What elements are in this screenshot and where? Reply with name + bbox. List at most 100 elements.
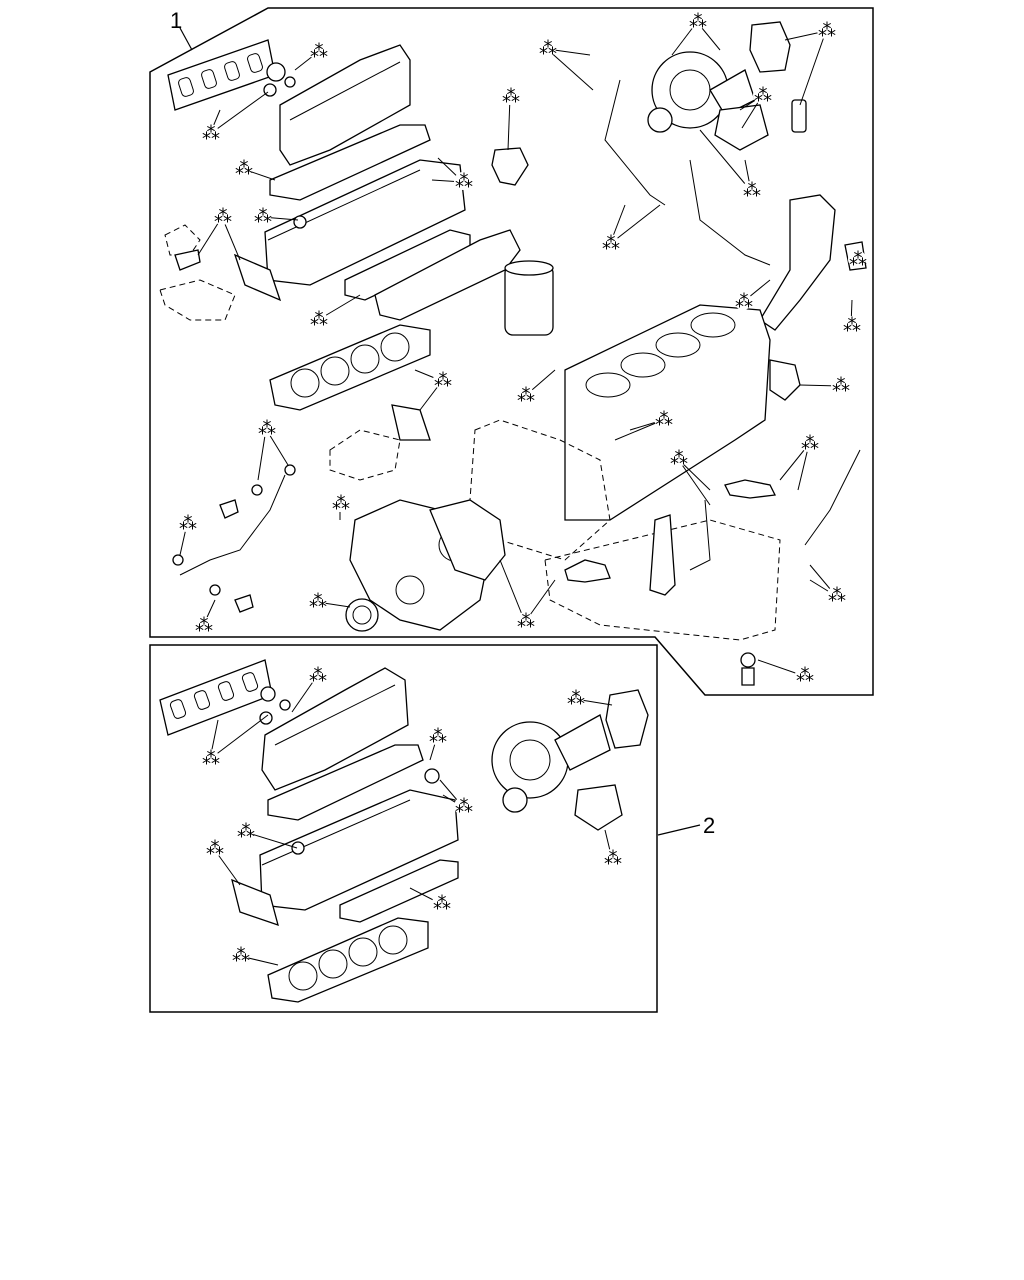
bolt-2 <box>234 594 254 613</box>
kit-part-star-marker: ⁂ <box>429 726 447 747</box>
kit-part-star-marker: ⁂ <box>818 20 836 41</box>
water-pipe <box>759 194 836 331</box>
washer-3 <box>172 554 184 566</box>
star-markers: ⁂⁂⁂⁂⁂⁂⁂⁂⁂⁂⁂⁂⁂⁂⁂⁂⁂⁂⁂⁂⁂⁂⁂⁂⁂⁂⁂⁂⁂⁂⁂⁂⁂⁂⁂⁂⁂⁂⁂⁂… <box>178 11 867 966</box>
star-leader-line <box>699 129 752 192</box>
star-marker-background <box>432 894 450 912</box>
bolt-1 <box>219 499 239 519</box>
star-marker-background <box>848 250 866 268</box>
kit-part-star-marker: ⁂ <box>670 448 688 469</box>
manifold-gasket-1 <box>167 39 276 111</box>
kit-part-star-marker: ⁂ <box>567 688 585 709</box>
star-marker-background <box>795 666 813 684</box>
valve-cover-gasket-2 <box>267 744 424 821</box>
kit-part-star-marker: ⁂ <box>309 591 327 612</box>
kit-part-star-marker: ⁂ <box>843 315 861 336</box>
oil-cooler-pipe <box>649 514 676 596</box>
oil-pan <box>544 519 781 641</box>
kit-part-star-marker: ⁂ <box>202 123 220 144</box>
star-leader-line <box>209 91 269 135</box>
star-marker-background <box>516 386 534 404</box>
head-gasket-2 <box>267 917 429 1003</box>
kit-part-star-marker: ⁂ <box>735 291 753 312</box>
kit-part-star-marker: ⁂ <box>517 611 535 632</box>
star-marker-background <box>800 434 818 452</box>
star-marker-background <box>205 839 223 857</box>
kit-part-star-marker: ⁂ <box>689 11 707 32</box>
kit-2-leader <box>657 824 701 836</box>
oil-filter <box>504 260 554 336</box>
washer-2 <box>284 464 296 476</box>
star-marker-background <box>194 616 212 634</box>
kit-part-star-marker: ⁂ <box>258 418 276 439</box>
washer-1 <box>251 484 263 496</box>
star-leader-line <box>507 96 511 151</box>
kit-part-star-marker: ⁂ <box>517 385 535 406</box>
turbo-oil-return <box>689 499 711 571</box>
drain-plug <box>741 667 755 686</box>
star-marker-background <box>501 87 519 105</box>
oil-pipe-lower-left <box>179 474 286 576</box>
water-pump-cover <box>429 499 506 581</box>
star-leader-line <box>799 30 827 106</box>
kit-part-star-marker: ⁂ <box>332 493 350 514</box>
star-leader-line <box>546 48 594 91</box>
valve-cover-2 <box>259 667 409 791</box>
star-marker-background <box>428 727 446 745</box>
dipstick-tube <box>804 449 861 546</box>
kit-part-star-marker: ⁂ <box>604 848 622 869</box>
kit-part-star-marker: ⁂ <box>455 796 473 817</box>
kit-part-star-marker: ⁂ <box>502 86 520 107</box>
kit-part-star-marker: ⁂ <box>539 38 557 59</box>
star-marker-background <box>331 494 349 512</box>
dashed-gasket-a <box>329 429 401 481</box>
star-leader-line <box>677 458 711 506</box>
kit-1-frame <box>149 7 874 696</box>
rear-oil-seal-retainer <box>769 359 801 401</box>
kit-part-star-marker: ⁂ <box>254 206 272 227</box>
star-marker-background <box>817 21 835 39</box>
star-marker-background <box>688 12 706 30</box>
star-marker-background <box>308 666 326 684</box>
kit-part-star-marker: ⁂ <box>214 206 232 227</box>
drain-plug-washer <box>740 652 756 668</box>
star-marker-background <box>253 207 271 225</box>
star-marker-background <box>654 410 672 428</box>
kit-1-leader <box>179 27 193 51</box>
star-marker-background <box>309 310 327 328</box>
kit-part-star-marker: ⁂ <box>455 171 473 192</box>
kit-part-star-marker: ⁂ <box>206 838 224 859</box>
thermostat-gasket-2 <box>231 878 279 927</box>
kit-part-star-marker: ⁂ <box>801 433 819 454</box>
head-gasket-1 <box>269 324 431 411</box>
star-marker-background <box>234 159 252 177</box>
dashed-gasket-b <box>391 404 431 441</box>
kit-part-star-marker: ⁂ <box>602 233 620 254</box>
star-marker-background <box>753 86 771 104</box>
kit-part-star-marker: ⁂ <box>235 158 253 179</box>
kit-part-star-marker: ⁂ <box>828 585 846 606</box>
kit-part-star-marker: ⁂ <box>202 748 220 769</box>
star-marker-background <box>213 207 231 225</box>
star-marker-background <box>538 39 556 57</box>
star-marker-background <box>308 592 326 610</box>
kit-part-star-marker: ⁂ <box>796 665 814 686</box>
kit-2-callout: 2 <box>703 813 715 838</box>
star-leader-line <box>209 714 269 760</box>
turbo-drain-pipe <box>689 159 771 266</box>
turbo-gasket-4 <box>574 784 623 831</box>
kit-part-star-marker: ⁂ <box>433 893 451 914</box>
star-marker-background <box>669 449 687 467</box>
star-marker-background <box>603 849 621 867</box>
star-marker-background <box>827 586 845 604</box>
star-marker-background <box>454 172 472 190</box>
star-marker-background <box>454 797 472 815</box>
turbo-gasket-2 <box>714 104 769 151</box>
star-leader-line <box>609 204 661 245</box>
kit-1-callout: 1 <box>170 8 182 33</box>
turbocharger-2 <box>491 714 611 813</box>
thermostat-cover <box>159 279 236 321</box>
kit-part-star-marker: ⁂ <box>743 180 761 201</box>
kit-part-star-marker: ⁂ <box>655 409 673 430</box>
